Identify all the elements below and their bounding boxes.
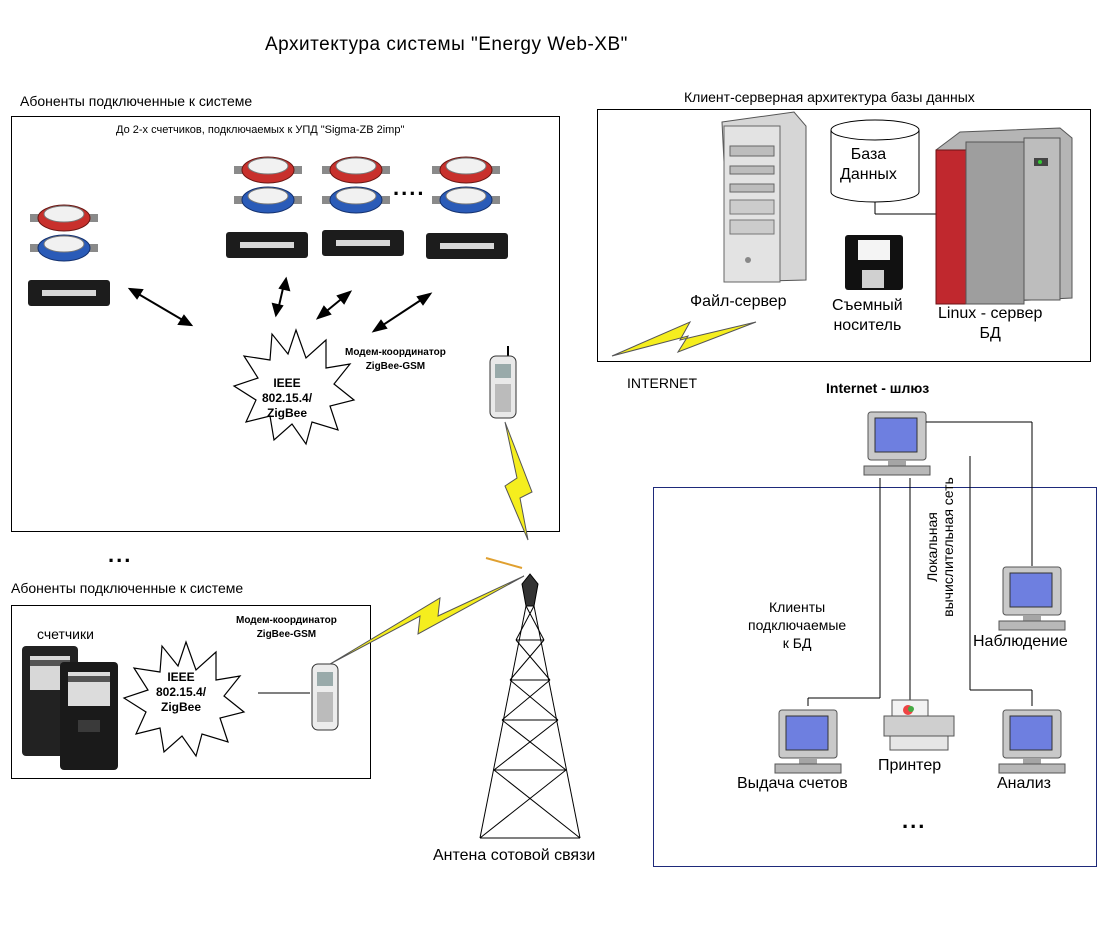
meter-module-icon <box>226 232 308 258</box>
gsm-modem-icon <box>489 346 517 419</box>
bottom-star-label: IEEE 802.15.4/ ZigBee <box>156 670 206 715</box>
electric-meter-icon <box>22 646 118 770</box>
linux-line: БД <box>979 325 1001 342</box>
bottom-group-label: Абоненты подключенные к системе <box>11 580 244 596</box>
star-line: 802.15.4/ <box>156 685 207 699</box>
linux-server-icon <box>935 127 1073 305</box>
database-line: Данных <box>840 166 897 183</box>
star-line: ZigBee <box>267 406 308 420</box>
printer-icon <box>883 699 955 751</box>
gateway-label: Internet - шлюз <box>826 380 930 396</box>
star-line: IEEE <box>167 670 195 684</box>
billing-label: Выдача счетов <box>737 775 848 792</box>
water-meter-icon <box>233 156 303 214</box>
gsm-modem-icon <box>311 663 339 731</box>
gateway-computer-icon <box>863 411 931 476</box>
antenna-label: Антена сотовой связи <box>433 847 596 864</box>
star-line: IEEE <box>273 376 301 390</box>
clients-line: Клиенты <box>769 599 826 615</box>
water-meter-icon <box>321 156 391 214</box>
top-group-note: До 2-х счетчиков, подключаемых к УПД "Si… <box>116 124 405 136</box>
analysis-computer-icon <box>998 709 1066 774</box>
lan-ellipsis: ... <box>902 808 927 833</box>
file-server-icon <box>721 111 807 283</box>
top-group-box <box>11 116 560 532</box>
meters-label: счетчики <box>37 626 94 642</box>
groups-ellipsis: ... <box>108 542 133 567</box>
bottom-modem-label: Модем-координатор ZigBee-GSM <box>236 614 337 642</box>
wireless-link-icon <box>504 421 533 541</box>
billing-computer-icon <box>774 709 842 774</box>
linux-line: Linux - сервер <box>938 305 1043 322</box>
top-meters-ellipsis: .... <box>393 175 426 200</box>
diagram-title: Архитектура системы "Energy Web-XB" <box>265 34 628 55</box>
modem-line: ZigBee-GSM <box>365 361 426 372</box>
top-star-label: IEEE 802.15.4/ ZigBee <box>262 376 312 421</box>
removable-line: носитель <box>833 317 902 334</box>
modem-line: Модем-координатор <box>345 347 446 358</box>
db-box <box>597 109 1091 362</box>
monitoring-label: Наблюдение <box>973 633 1068 650</box>
database-line: База <box>850 146 887 163</box>
db-box-label: Клиент-серверная архитектура базы данных <box>684 89 975 105</box>
internet-link-icon <box>611 320 757 357</box>
wireless-link-icon <box>329 575 525 665</box>
clients-line: подключаемые <box>748 617 847 633</box>
database-label: База Данных <box>840 145 897 185</box>
water-meter-icon <box>431 156 501 214</box>
meter-module-icon <box>322 230 404 256</box>
lan-vertical-label: Локальная вычислительная сеть <box>924 462 956 632</box>
star-line: 802.15.4/ <box>262 391 313 405</box>
cell-tower-icon <box>479 573 581 839</box>
removable-media-label: Съемный носитель <box>832 296 903 336</box>
printer-label: Принтер <box>878 757 942 774</box>
meter-module-icon <box>28 280 110 306</box>
lan-vertical-line: Локальная <box>924 512 940 582</box>
floppy-disk-icon <box>845 235 903 290</box>
clients-line: к БД <box>782 635 812 651</box>
monitoring-computer-icon <box>998 566 1066 631</box>
linux-server-label: Linux - сервер БД <box>938 304 1042 344</box>
top-group-label: Абоненты подключенные к системе <box>20 93 253 109</box>
removable-line: Съемный <box>832 297 903 314</box>
water-meter-icon <box>29 204 99 262</box>
lan-vertical-line: вычислительная сеть <box>940 477 956 617</box>
clients-label: Клиенты подключаемые к БД <box>748 598 846 652</box>
bottom-group-box <box>11 605 371 779</box>
internet-label: INTERNET <box>627 375 697 391</box>
top-modem-label: Модем-координатор ZigBee-GSM <box>345 346 446 374</box>
modem-line: ZigBee-GSM <box>256 629 317 640</box>
database-icon <box>830 119 938 215</box>
star-line: ZigBee <box>161 700 202 714</box>
modem-line: Модем-координатор <box>236 615 337 626</box>
lan-box <box>653 487 1097 867</box>
analysis-label: Анализ <box>997 775 1052 792</box>
file-server-label: Файл-сервер <box>690 293 787 310</box>
meter-module-icon <box>426 233 508 259</box>
